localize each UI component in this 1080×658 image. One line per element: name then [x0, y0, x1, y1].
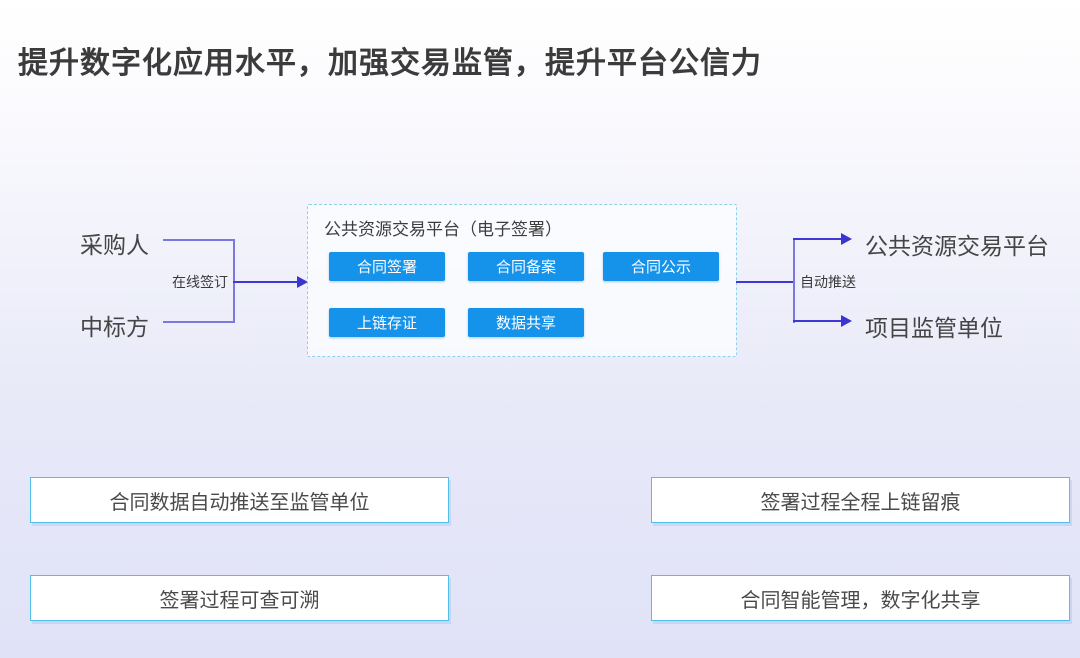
chip-chain-deposit: 上链存证	[329, 308, 445, 337]
connector-line-bottom-left	[163, 321, 234, 323]
feature-box-traceable: 签署过程可查可溯	[30, 575, 449, 621]
platform-title: 公共资源交易平台（电子签署）	[324, 220, 562, 239]
node-purchaser: 采购人	[80, 232, 149, 258]
connector-arrow-shaft-left	[233, 281, 299, 283]
arrow-right-icon	[841, 315, 852, 327]
edge-label-auto-push: 自动推送	[800, 274, 856, 290]
chip-contract-filing: 合同备案	[468, 252, 584, 281]
node-winning-bidder: 中标方	[80, 314, 149, 340]
feature-box-chain-trace: 签署过程全程上链留痕	[651, 477, 1070, 523]
edge-label-online-signing: 在线签订	[172, 274, 228, 290]
arrow-right-icon	[841, 233, 852, 245]
chip-contract-signing: 合同签署	[329, 252, 445, 281]
chip-contract-publicity: 合同公示	[603, 252, 719, 281]
node-public-resource-platform: 公共资源交易平台	[865, 233, 1049, 259]
arrow-right-icon	[297, 276, 308, 288]
chip-data-sharing: 数据共享	[468, 308, 584, 337]
connector-line-from-platform	[736, 281, 794, 283]
feature-box-smart-manage: 合同智能管理，数字化共享	[651, 575, 1070, 621]
node-project-supervision-unit: 项目监管单位	[865, 315, 1003, 341]
connector-arrow-shaft-top-right	[793, 238, 843, 240]
platform-panel: 公共资源交易平台（电子签署） 合同签署 合同备案 合同公示 上链存证 数据共享	[307, 204, 737, 357]
connector-line-top-left	[163, 239, 234, 241]
page-title: 提升数字化应用水平，加强交易监管，提升平台公信力	[18, 47, 762, 80]
feature-box-auto-push: 合同数据自动推送至监管单位	[30, 477, 449, 523]
connector-line-vertical-right	[793, 239, 795, 323]
connector-arrow-shaft-bottom-right	[793, 320, 843, 322]
